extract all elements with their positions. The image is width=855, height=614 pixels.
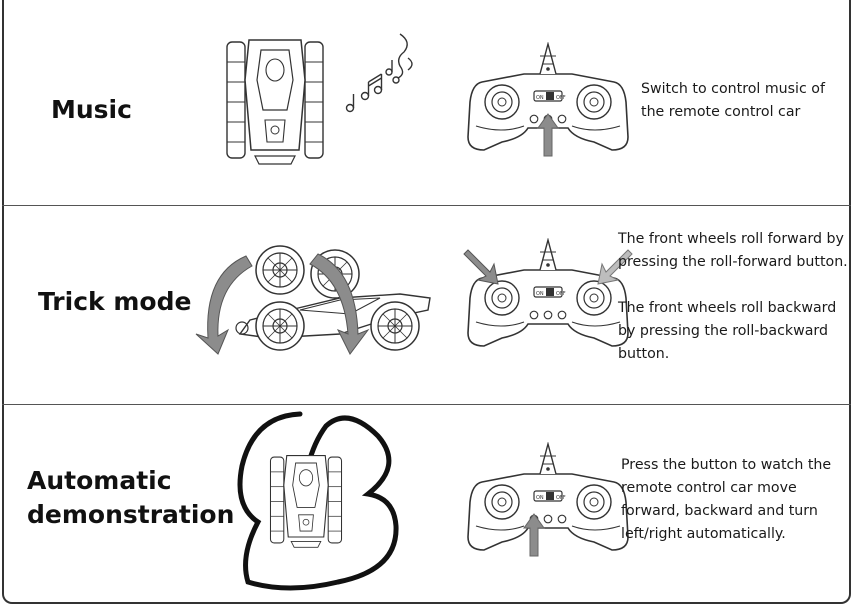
section-description: Switch to control music of the remote co…: [641, 78, 841, 124]
description-paragraph: Switch to control music of the remote co…: [641, 81, 825, 120]
remote-controller: ON OFF: [462, 442, 634, 562]
roll-backward-arrow-icon: [309, 253, 370, 355]
section-title: Music: [51, 93, 132, 127]
switch-on-label: ON: [536, 95, 544, 101]
section-divider: [2, 205, 851, 206]
section-title: Automatic demonstration: [27, 464, 234, 532]
switch-off-label: OFF: [556, 95, 566, 101]
section-description: The front wheels roll forward by pressin…: [618, 228, 848, 366]
section-description: Press the button to watch the remote con…: [621, 454, 841, 546]
remote-controller: ON OFF: [462, 238, 634, 358]
remote-controller: ON OFF: [462, 42, 634, 162]
switch-off-label: OFF: [556, 291, 566, 297]
roll-forward-button-arrow-icon: [463, 249, 499, 285]
car-auto-illustration: [228, 406, 408, 592]
press-arrow-icon: [523, 513, 545, 557]
manual-frame: [2, 0, 851, 604]
title-line: Music: [51, 95, 132, 124]
title-line: Automatic: [27, 466, 172, 495]
title-line: Trick mode: [38, 287, 192, 316]
demo-track-path: [237, 411, 399, 591]
section-divider: [2, 404, 851, 405]
switch-off-label: OFF: [556, 495, 566, 501]
switch-on-label: ON: [536, 495, 544, 501]
description-paragraph: Press the button to watch the remote con…: [621, 457, 832, 542]
section-title: Trick mode: [38, 285, 191, 319]
roll-forward-arrow-icon: [195, 255, 253, 355]
description-paragraph: The front wheels roll backward by pressi…: [618, 300, 837, 362]
press-arrow-icon: [537, 113, 559, 157]
title-line: demonstration: [27, 499, 235, 529]
car-music-illustration: [210, 18, 420, 183]
car-trick-illustration: [190, 238, 440, 358]
roll-backward-button-arrow-icon: [597, 249, 633, 285]
switch-on-label: ON: [536, 291, 544, 297]
description-paragraph: The front wheels roll forward by pressin…: [618, 231, 848, 270]
